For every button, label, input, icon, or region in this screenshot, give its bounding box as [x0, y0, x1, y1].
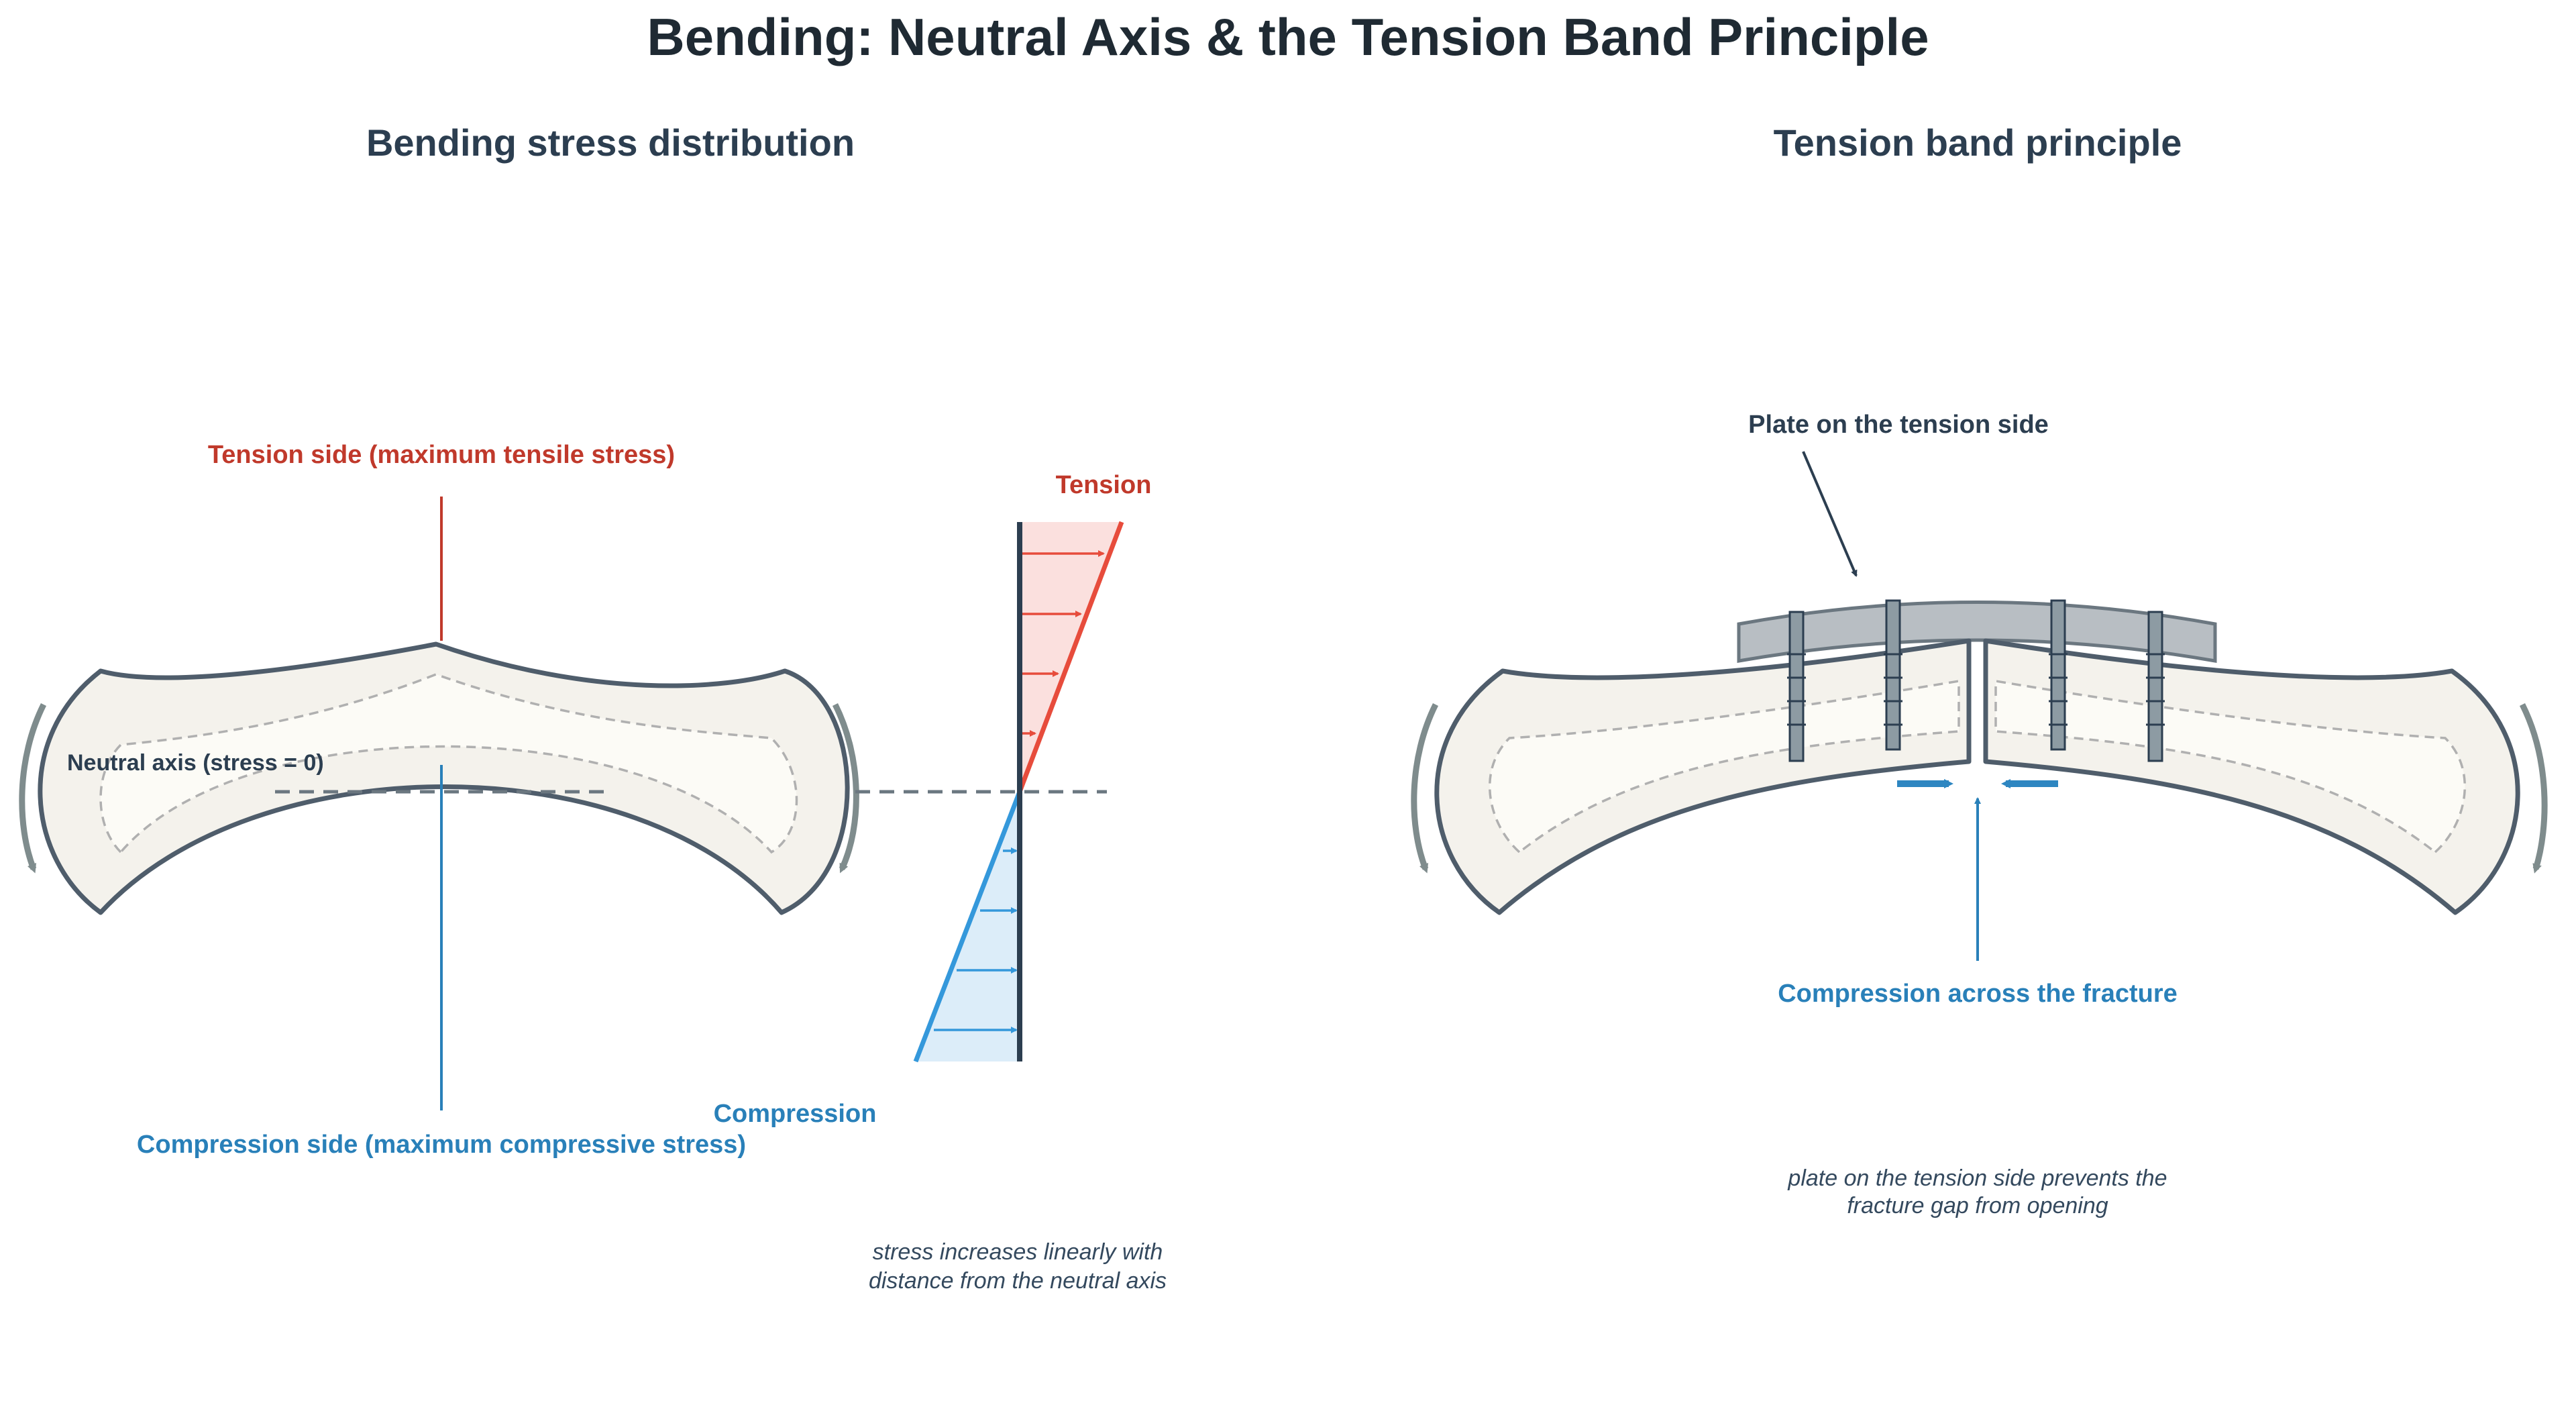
right-panel-heading: Tension band principle — [1774, 121, 2182, 164]
tension-side-label: Tension side (maximum tensile stress) — [208, 441, 675, 469]
compression-stress-line — [913, 790, 1022, 1063]
left-panel-heading: Bending stress distribution — [366, 121, 855, 164]
moment-arrow-left-icon — [19, 703, 47, 874]
right-note-line1: plate on the tension side prevents the — [1787, 1165, 2167, 1191]
left-note-line1: stress increases linearly with — [873, 1239, 1163, 1265]
right-note-line2: fracture gap from opening — [1847, 1193, 2108, 1218]
neutral-axis-label: Neutral axis (stress = 0) — [67, 750, 324, 776]
compression-side-label: Compression side (maximum compressive st… — [137, 1131, 746, 1159]
bone-fragment-right — [1983, 638, 2520, 915]
moment-arrow-left-icon — [1411, 703, 1439, 874]
plate-label: Plate on the tension side — [1748, 411, 2049, 439]
left-panel: Bending stress distribution Neutral axis… — [19, 121, 1167, 1294]
compression-across-fracture-label: Compression across the fracture — [1778, 980, 2178, 1008]
right-panel: Tension band principle — [1411, 121, 2548, 1218]
main-title: Bending: Neutral Axis & the Tension Band… — [647, 7, 1929, 66]
left-note-line2: distance from the neutral axis — [869, 1268, 1167, 1294]
tension-stress-line — [1017, 521, 1124, 793]
bone-fragment-left — [1434, 638, 1972, 915]
plate-leader-arrow — [1802, 451, 1858, 577]
screw-4 — [2146, 611, 2165, 762]
moment-arrow-right-icon — [2519, 703, 2548, 874]
profile-compression-label: Compression — [714, 1100, 877, 1128]
screw-3 — [2049, 599, 2068, 751]
profile-tension-label: Tension — [1056, 471, 1152, 499]
bent-bone-left — [38, 641, 850, 915]
fixation-plate — [1737, 601, 2217, 663]
stress-profile: Tension Compression — [714, 471, 1152, 1128]
screw-2 — [1884, 599, 1902, 751]
screw-1 — [1787, 611, 1806, 762]
